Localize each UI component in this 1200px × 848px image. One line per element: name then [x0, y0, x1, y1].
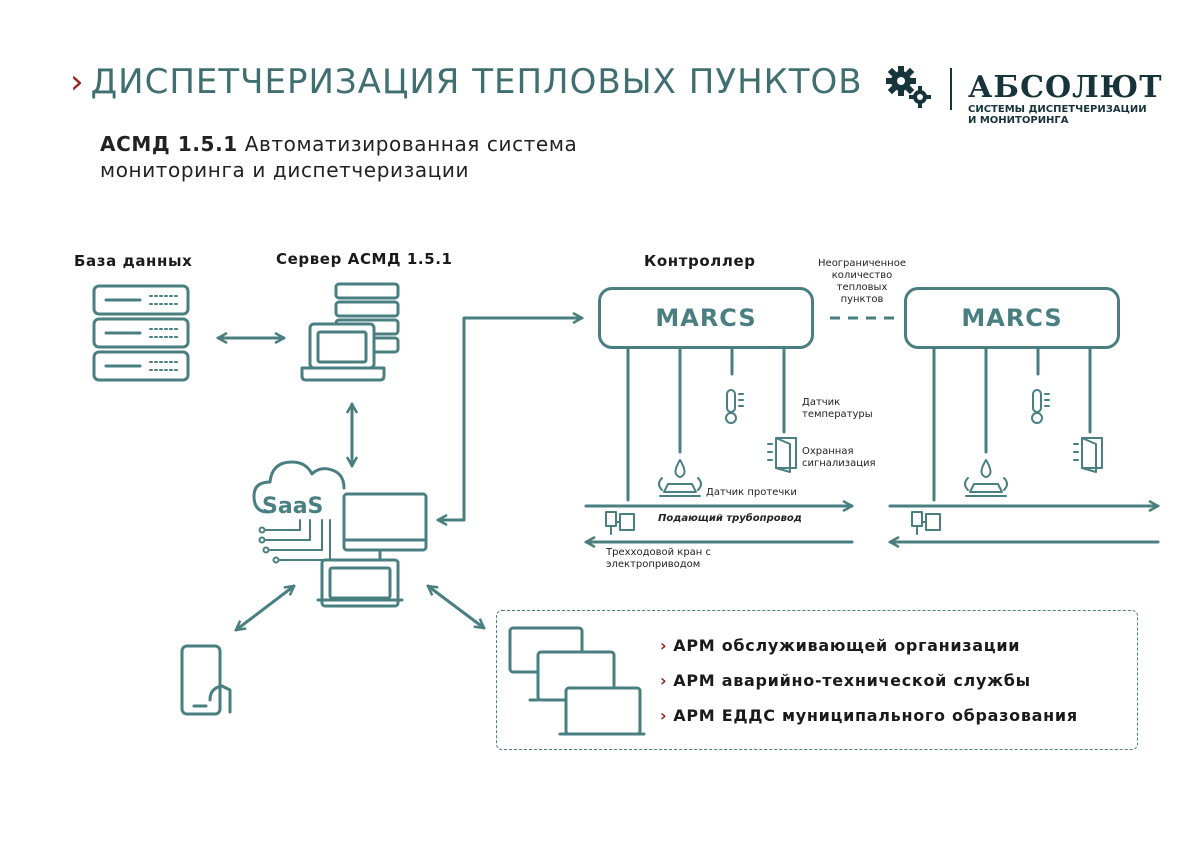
saas-controller-arrow [436, 318, 584, 520]
leak-sensor-label: Датчик протечки [706, 487, 797, 498]
valve-icon-2 [911, 511, 941, 535]
subtitle: АСМД 1.5.1 Автоматизированная система мо… [100, 131, 577, 183]
subtitle-bold: АСМД 1.5.1 [100, 132, 238, 156]
controller-2-wiring [932, 346, 1092, 502]
supply-pipe-label: Подающий трубопровод [658, 513, 802, 524]
thermometer-icon-1 [725, 389, 744, 424]
logo-separator [950, 68, 952, 110]
temperature-line-2: температуры [802, 409, 873, 420]
unlimited-line-3: тепловых [836, 282, 888, 293]
saas-cloud-icon [252, 460, 428, 608]
door-alarm-icon-2 [1073, 437, 1103, 473]
unlimited-count-label: Неограниченное количество тепловых пункт… [810, 258, 914, 306]
alarm-line-1: Охранная [802, 446, 854, 457]
controller-label: Контроллер [644, 252, 756, 270]
arm-item-label: АРМ аварийно-технической службы [673, 671, 1031, 690]
controller-1-wiring [626, 346, 786, 502]
three-way-valve-label: Трехходовой кран с электроприводом [606, 547, 711, 571]
saas-label: SaaS [262, 494, 324, 519]
arm-item-label: АРМ ЕДДС муниципального образования [673, 706, 1078, 725]
arm-item-label: АРМ обслуживающей организации [673, 636, 1021, 655]
alarm-line-2: сигнализация [802, 458, 876, 469]
marcs-controller-1: MARCS [598, 287, 814, 349]
temperature-line-1: Датчик [802, 397, 841, 408]
valve-line-1: Трехходовой кран с [606, 547, 712, 558]
subtitle-line2: мониторинга и диспетчеризации [100, 158, 470, 182]
subtitle-rest: Автоматизированная система [237, 132, 578, 156]
logo-tagline: СИСТЕМЫ ДИСПЕТЧЕРИЗАЦИИ И МОНИТОРИНГА [968, 104, 1147, 126]
arm-item: › АРМ ЕДДС муниципального образования [660, 706, 1078, 725]
valve-icon-1 [605, 511, 635, 535]
chevron-icon: › [660, 671, 668, 690]
gears-icon [886, 66, 931, 108]
arm-monitors-icon [508, 626, 646, 736]
door-alarm-icon-1 [767, 437, 797, 473]
arm-workstations-box [496, 610, 1138, 750]
security-alarm-label: Охранная сигнализация [802, 446, 876, 470]
chevron-icon: › [660, 706, 668, 725]
temperature-sensor-label: Датчик температуры [802, 397, 873, 421]
arm-item: › АРМ обслуживающей организации [660, 636, 1020, 655]
database-label: База данных [74, 252, 193, 270]
server-label: Сервер АСМД 1.5.1 [276, 250, 453, 268]
page-title: ›ДИСПЕТЧЕРИЗАЦИЯ ТЕПЛОВЫХ ПУНКТОВ [70, 62, 863, 102]
valve-line-2: электроприводом [606, 559, 701, 570]
leak-sensor-icon-1 [658, 459, 702, 497]
logo-name: АБСОЛЮТ [968, 70, 1163, 105]
saas-arm-arrow [426, 584, 486, 630]
database-icon [92, 284, 190, 382]
arm-item: › АРМ аварийно-технической службы [660, 671, 1031, 690]
marcs-controller-2: MARCS [904, 287, 1120, 349]
tablet-icon [180, 644, 232, 716]
unlimited-line-1: Неограниченное [818, 258, 906, 269]
thermometer-icon-2 [1031, 389, 1050, 424]
page-title-text: ДИСПЕТЧЕРИЗАЦИЯ ТЕПЛОВЫХ ПУНКТОВ [90, 62, 863, 102]
unlimited-line-2: количество [831, 270, 893, 281]
leak-sensor-icon-2 [964, 459, 1008, 497]
chevron-icon: › [70, 62, 85, 102]
saas-tablet-arrow [234, 584, 296, 632]
logo-tagline-line1: СИСТЕМЫ ДИСПЕТЧЕРИЗАЦИИ [968, 104, 1147, 115]
unlimited-line-4: пунктов [840, 294, 884, 305]
chevron-icon: › [660, 636, 668, 655]
server-icon [300, 282, 400, 382]
logo-tagline-line2: И МОНИТОРИНГА [968, 115, 1069, 126]
